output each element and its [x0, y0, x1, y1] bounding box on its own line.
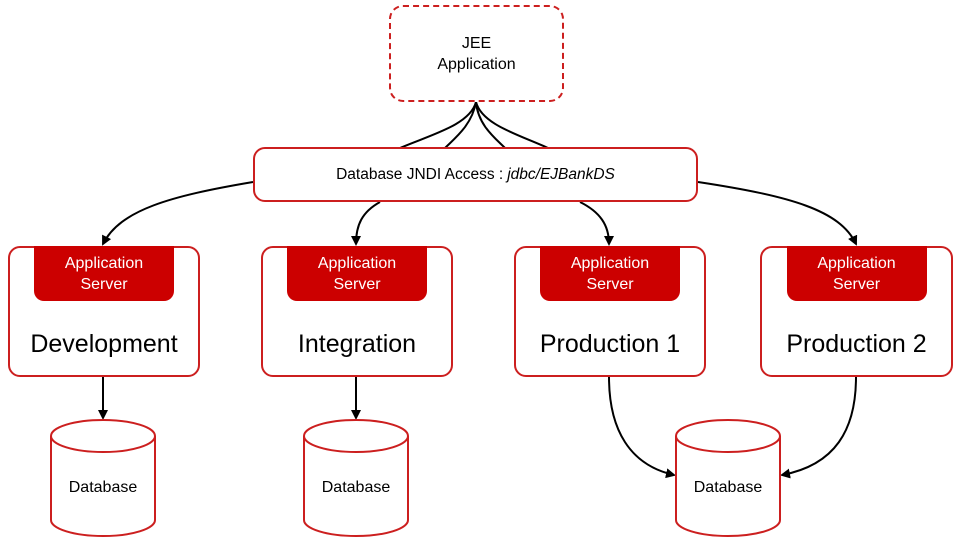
jndi-access-label: Database JNDI Access : [336, 165, 504, 183]
server-production-2: Application Server Production 2 [760, 246, 953, 377]
tag-line2: Server [80, 275, 128, 293]
server-name: Production 2 [786, 330, 927, 358]
tag-line1: Application [317, 254, 397, 272]
application-server-tag: Application Server [287, 246, 427, 301]
jndi-to-integration [351, 201, 381, 246]
jndi-to-production-2 [697, 181, 858, 246]
server-development: Application Server Development [8, 246, 200, 377]
database-label: Database [693, 479, 763, 496]
jndi-to-development [102, 181, 254, 246]
jee-link-2 [444, 101, 477, 149]
database-label: Database [68, 479, 138, 496]
database-label: Database [321, 479, 391, 496]
application-server-tag: Application Server [34, 246, 174, 301]
server-production-1: Application Server Production 1 [514, 246, 706, 377]
jndi-path: jdbc/EJBankDS [507, 165, 615, 183]
jee-application-box: JEE Application [389, 5, 564, 102]
database-cylinder-3 [675, 419, 781, 537]
tag-line2: Server [586, 275, 634, 293]
jee-link-1 [399, 101, 477, 149]
tag-line1: Application [570, 254, 650, 272]
application-server-tag: Application Server [540, 246, 680, 301]
server-name: Development [30, 330, 178, 358]
jndi-access-box: Database JNDI Access : jdbc/EJBankDS [253, 147, 698, 202]
jee-link-4 [475, 101, 549, 149]
jee-application-line2: Application [437, 55, 516, 73]
jndi-to-production-1 [579, 201, 614, 246]
jee-link-3 [475, 101, 506, 149]
tag-line2: Server [832, 275, 881, 293]
jee-application-line1: JEE [461, 34, 492, 52]
application-server-tag: Application Server [786, 246, 927, 301]
tag-line1: Application [817, 254, 896, 272]
database-cylinder-1 [50, 419, 156, 537]
tag-line2: Server [333, 275, 381, 293]
server-name: Integration [297, 330, 417, 358]
server-name: Production 1 [539, 330, 681, 358]
production-2-to-db [780, 376, 857, 479]
database-cylinder-2 [303, 419, 409, 537]
server-integration: Application Server Integration [261, 246, 453, 377]
production-1-to-db [608, 376, 676, 479]
tag-line1: Application [64, 254, 144, 272]
